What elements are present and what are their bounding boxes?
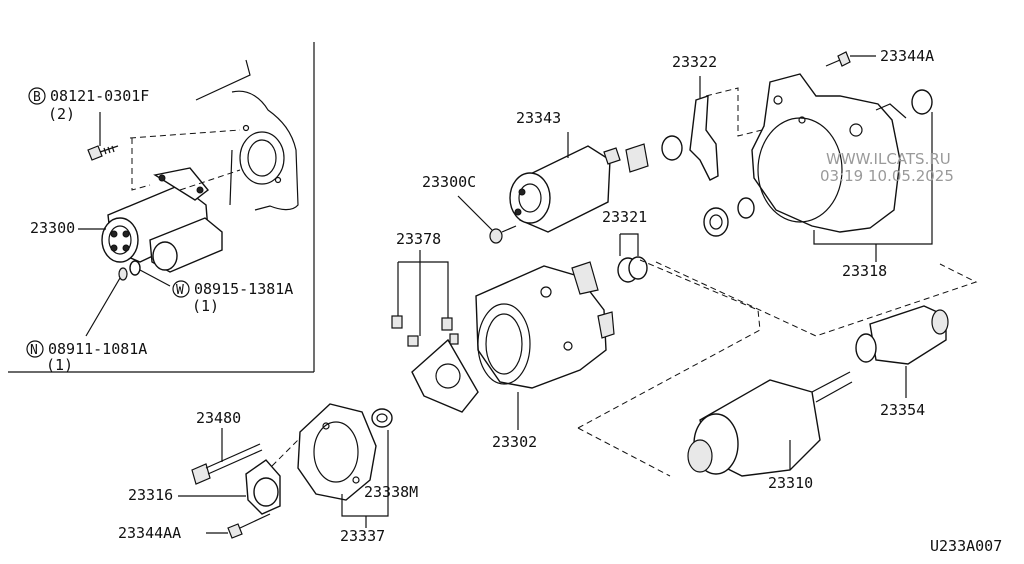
part-label-23344AA: 23344AA <box>118 524 181 542</box>
part-label-23343: 23343 <box>516 109 561 127</box>
through-bolt-23480 <box>191 428 263 485</box>
yoke-23302 <box>475 261 615 430</box>
inset-bolt <box>87 112 119 161</box>
screw-23344A <box>825 51 876 67</box>
bolt-qty: (2) <box>48 105 75 123</box>
watermark-site: WWW.ILCATS.RU <box>826 150 951 168</box>
inset-nut-washer <box>85 260 171 337</box>
bushing-23321 <box>617 233 648 283</box>
inset-starter-motor <box>101 167 223 273</box>
nut-qty: (1) <box>46 356 73 374</box>
armature-23310 <box>577 259 853 477</box>
housing-23318 <box>751 73 933 262</box>
solenoid-23343 <box>509 132 621 233</box>
pinion-23354 <box>655 261 978 398</box>
inset-frame <box>8 42 315 373</box>
part-label-23302: 23302 <box>492 433 537 451</box>
diagram-code: U233A007 <box>930 537 1002 555</box>
part-label-23344A: 23344A <box>880 47 934 65</box>
rear-cover-23337 <box>297 403 389 528</box>
inset-nut-callout: N 08911-1081A (1) <box>26 340 147 374</box>
brushes-23378 <box>391 250 459 347</box>
nut-marker: N <box>30 343 38 358</box>
part-label-23480: 23480 <box>196 409 241 427</box>
part-label-23310: 23310 <box>768 474 813 492</box>
bushing-23338M <box>371 408 393 428</box>
bearing-rings <box>703 197 755 237</box>
bolt-marker: B <box>33 90 41 105</box>
cover-23316 <box>245 437 301 515</box>
part-label-23378: 23378 <box>396 230 441 248</box>
inset-washer-callout: W 08915-1381A (1) <box>172 280 293 315</box>
nut-part-number: 08911-1081A <box>48 340 147 358</box>
washer-part-number: 08915-1381A <box>194 280 293 298</box>
nut-23300C <box>457 195 517 244</box>
part-label-23316: 23316 <box>128 486 173 504</box>
inset-bolt-callout: B 08121-0301F (2) <box>28 87 149 123</box>
part-label-23337: 23337 <box>340 527 385 545</box>
brush-holder-plate <box>411 338 479 413</box>
inset-dashed-leaders <box>129 129 241 191</box>
starter-part-number: 23300 <box>30 219 75 237</box>
bolt-part-number: 08121-0301F <box>50 87 149 105</box>
part-label-23318: 23318 <box>842 262 887 280</box>
part-label-23338M: 23338M <box>364 483 418 501</box>
washer-marker: W <box>176 283 184 298</box>
part-label-23300C: 23300C <box>422 173 476 191</box>
part-label-23321: 23321 <box>602 208 647 226</box>
washer-qty: (1) <box>192 297 219 315</box>
inset-engine-block <box>195 59 299 211</box>
watermark-timestamp: 03:19 10.05.2025 <box>820 167 954 185</box>
screw-23344AA <box>206 513 271 539</box>
plunger-pieces <box>625 135 683 173</box>
part-label-23354: 23354 <box>880 401 925 419</box>
lever-23322 <box>689 76 771 181</box>
part-label-23322: 23322 <box>672 53 717 71</box>
